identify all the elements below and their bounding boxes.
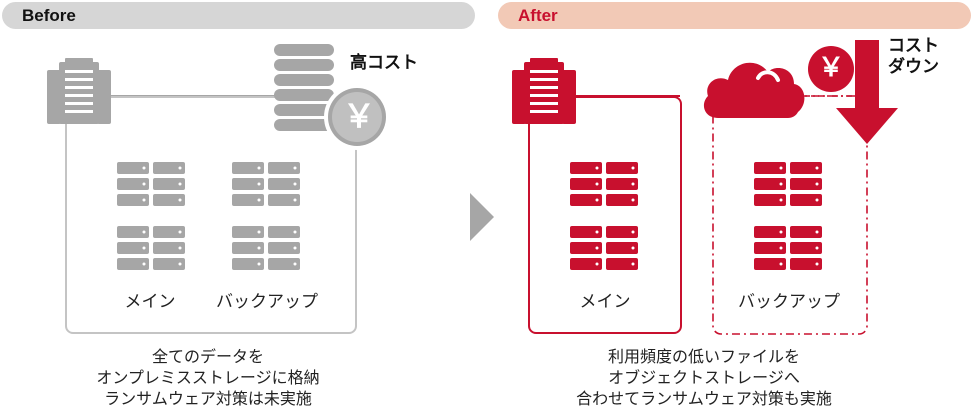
cloud-icon — [703, 62, 805, 118]
after-backup-label: バックアップ — [738, 292, 840, 312]
before-caption-line: オンプレミスストレージに格納 — [96, 368, 320, 387]
before-cost-label: 高コスト — [350, 53, 418, 73]
after-cost-label-line: ダウン — [888, 57, 939, 77]
before-header: Before — [2, 2, 475, 29]
before-storage-box — [65, 96, 357, 334]
after-cost-label: コスト ダウン — [888, 36, 939, 78]
after-main-label: メイン — [579, 292, 631, 312]
before-backup-label: バックアップ — [216, 292, 318, 312]
arrow-right-icon — [470, 193, 494, 241]
after-backup-box — [712, 95, 868, 335]
storage-rack-icon — [232, 162, 300, 206]
storage-rack-icon — [570, 226, 638, 270]
storage-rack-icon — [117, 226, 185, 270]
after-caption-line: 合わせてランサムウェア対策も実施 — [576, 389, 832, 408]
arrow-down-icon — [836, 40, 898, 144]
after-cost-label-line: コスト — [888, 36, 939, 56]
coin-stack-icon — [274, 44, 334, 131]
before-main-label: メイン — [124, 292, 176, 312]
storage-rack-icon — [754, 162, 822, 206]
storage-rack-icon — [570, 162, 638, 206]
yen-symbol: ￥ — [342, 97, 375, 135]
server-building-icon — [512, 58, 576, 124]
server-building-icon — [47, 58, 111, 124]
after-caption-line: 利用頻度の低いファイルを — [607, 347, 800, 366]
before-caption: 全てのデータを オンプレミスストレージに格納 ランサムウェア対策は未実施 — [96, 346, 319, 409]
after-caption-line: オブジェクトストレージへ — [608, 368, 800, 387]
after-main-box — [528, 96, 682, 334]
storage-rack-icon — [232, 226, 300, 270]
yen-coin-icon — [805, 43, 857, 95]
before-caption-line: 全てのデータを — [151, 347, 265, 366]
after-header: After — [498, 2, 971, 29]
yen-symbol: ￥ — [817, 53, 844, 83]
before-caption-line: ランサムウェア対策は未実施 — [104, 389, 312, 408]
yen-coin-icon — [324, 84, 390, 150]
after-caption: 利用頻度の低いファイルを オブジェクトストレージへ 合わせてランサムウェア対策も… — [576, 346, 832, 409]
storage-rack-icon — [754, 226, 822, 270]
storage-rack-icon — [117, 162, 185, 206]
